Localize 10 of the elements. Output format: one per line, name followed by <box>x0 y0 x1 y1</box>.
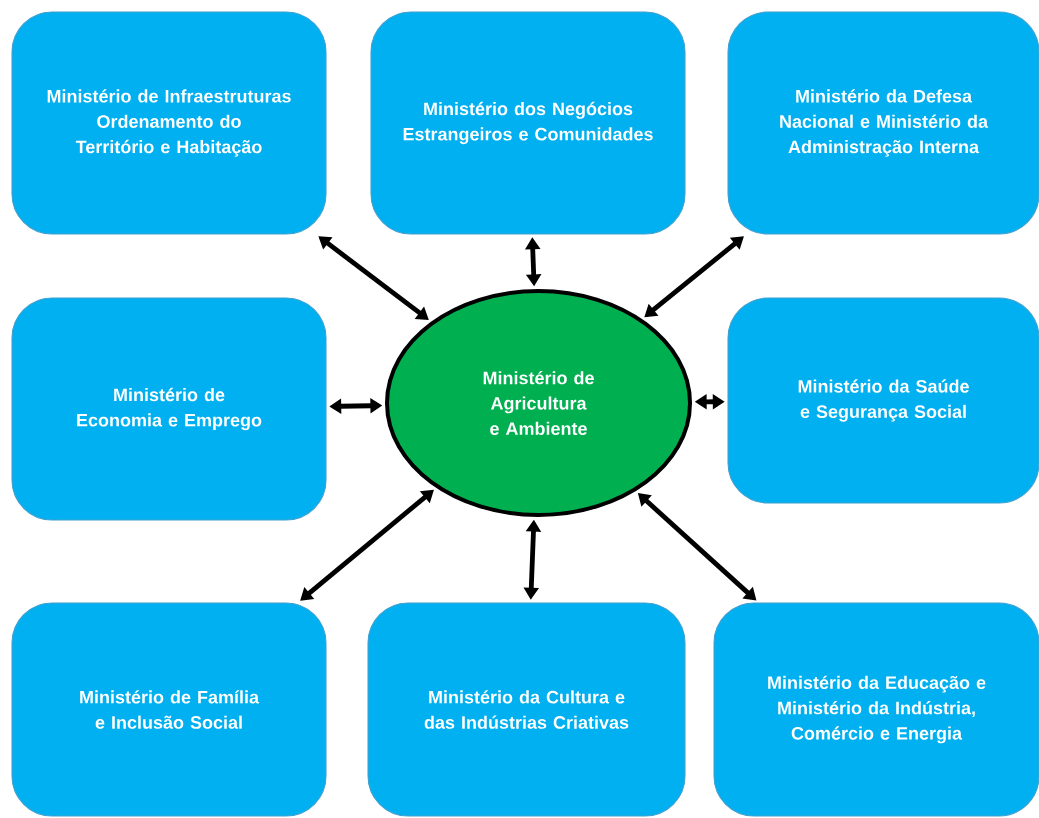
ministry-box: Ministério da Saúde e Segurança Social <box>727 297 1039 504</box>
ministry-box: Ministério da Educação e Ministério da Indústria, Comércio e Energia <box>713 602 1039 817</box>
arrow <box>300 489 434 601</box>
ministry-box: Ministério de Família e Inclusão Social <box>11 602 327 817</box>
ministry-box: Ministério da Cultura e das Indústrias Criativas <box>367 602 686 817</box>
ministry-box: Ministério da Defesa Nacional e Ministério da Administração Interna <box>727 11 1039 235</box>
ministry-box: Ministério de Economia e Emprego <box>11 297 327 521</box>
ministry-box: Ministério dos Negócios Estrangeiros e Comunidades <box>370 11 686 235</box>
ministry-box: Ministério de Infraestruturas Ordenamento do Território e Habitação <box>11 11 327 235</box>
ellipse-node: Ministério de Agricultura e Ambiente <box>385 289 692 517</box>
